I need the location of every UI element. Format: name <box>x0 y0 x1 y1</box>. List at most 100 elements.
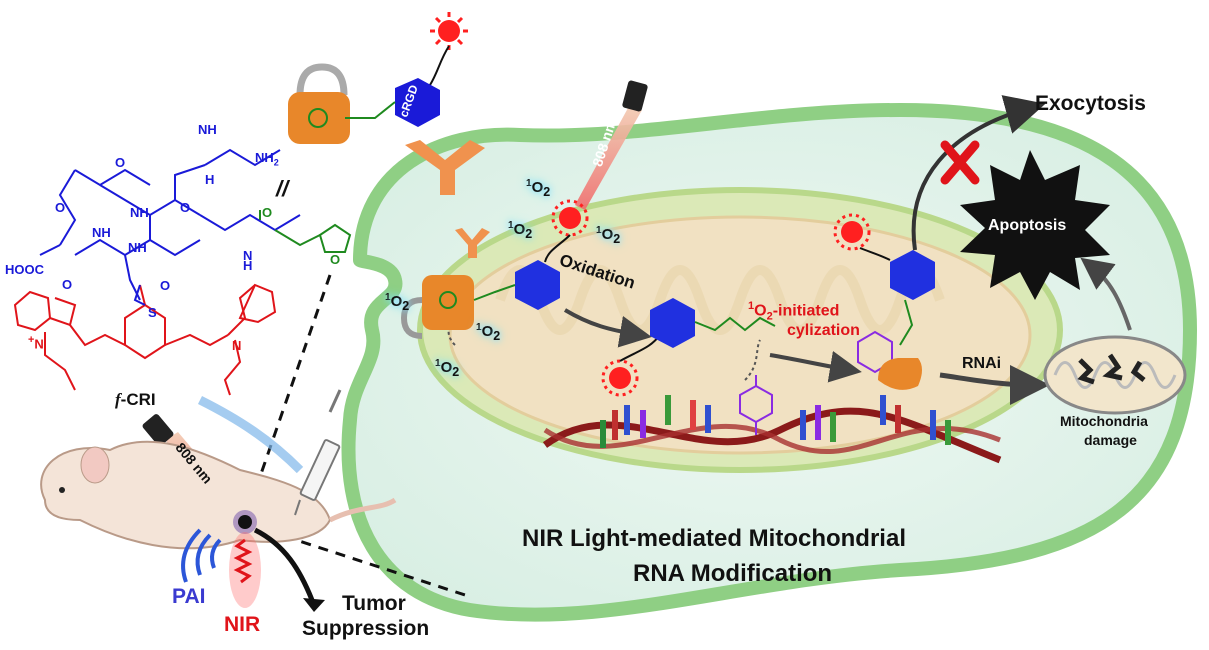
singlet-oxygen-label: 1O2 <box>476 322 500 343</box>
sun-icon <box>833 213 871 251</box>
chem-cooh: HOOC <box>5 262 44 277</box>
compound-suffix: -CRI <box>120 390 156 409</box>
mito-damage-line2: damage <box>1084 432 1137 448</box>
compound-prefix: f <box>115 390 121 409</box>
chem-atom-o: O <box>115 155 126 170</box>
pai-wave-icon <box>181 528 222 583</box>
chem-atom-o: O <box>180 200 191 215</box>
singlet-oxygen-label: 1O2 <box>526 178 550 199</box>
singlet-oxygen-subscript: 2 <box>766 310 773 323</box>
damaged-mitochondria-icon <box>1043 335 1187 415</box>
tumor-label-line1: Tumor <box>342 592 406 615</box>
singlet-oxygen-subscript: 2 <box>452 365 460 379</box>
chem-atom-nh: NH <box>198 122 217 137</box>
chem-atom-o: O <box>55 200 66 215</box>
mito-damage-line1: Mitochondria <box>1060 413 1148 429</box>
chem-atom-s: S <box>148 305 157 320</box>
chem-atom-o: O <box>62 277 73 292</box>
chem-atom-h: H <box>205 172 215 187</box>
singlet-oxygen-subscript: 2 <box>543 185 551 199</box>
singlet-oxygen-symbol: O <box>513 221 526 238</box>
enone-chain <box>694 316 776 332</box>
chem-atom-nh: NH <box>130 205 149 220</box>
singlet-oxygen-symbol: O <box>390 293 403 310</box>
singlet-oxygen-symbol: O <box>754 302 767 320</box>
singlet-oxygen-superscript: 1 <box>385 292 391 303</box>
cyclization-label-line1: 1O2-initiated <box>748 300 839 323</box>
nir-emission-icon <box>229 532 261 608</box>
equals-sign: // <box>276 176 289 201</box>
singlet-oxygen-superscript: 1 <box>476 322 482 333</box>
singlet-oxygen-subscript: 2 <box>402 299 410 313</box>
chem-atom-nh: NH <box>92 225 111 240</box>
thioether-link <box>133 284 146 306</box>
singlet-oxygen-superscript: 1 <box>508 220 514 231</box>
syringe-icon <box>294 389 342 516</box>
chem-charge: + <box>28 334 35 346</box>
cytosine <box>739 375 773 435</box>
chem-atom-h: H <box>243 258 253 273</box>
chem-atom-nh: NH <box>128 240 147 255</box>
mouse-illustration <box>40 440 397 550</box>
singlet-oxygen-superscript: 1 <box>596 225 602 236</box>
singlet-oxygen-symbol: O <box>531 179 544 196</box>
chem-atom-o: O <box>330 252 341 267</box>
rna-strand <box>542 395 1002 464</box>
chem-atom-nh2: NH2 <box>255 150 279 168</box>
sun-icon <box>430 12 468 50</box>
cyclized-product <box>857 299 922 390</box>
sun-icon <box>551 199 589 237</box>
rna-bases <box>600 395 951 448</box>
injection-swoosh <box>197 395 304 474</box>
chem-atom-o: O <box>262 205 273 220</box>
pai-label: PAI <box>172 585 206 608</box>
main-title-line1: NIR Light-mediated Mitochondrial <box>522 525 906 552</box>
chem-atom-n: N <box>243 248 253 263</box>
nir-label: NIR <box>224 613 261 636</box>
laser-cell <box>575 80 648 210</box>
tumor-label-line2: Suppression <box>302 617 430 640</box>
apoptosis-star <box>960 150 1110 300</box>
blocked-x-icon <box>940 140 980 185</box>
chem-atom-n-plus: +N <box>28 334 44 351</box>
exocytosis-label: Exocytosis <box>1035 92 1146 115</box>
singlet-oxygen-label: 1O2 <box>435 358 459 379</box>
rnai-label: RNAi <box>962 355 1002 372</box>
singlet-oxygen-symbol: O <box>440 359 453 376</box>
cyclization-label-line2: cylization <box>787 322 860 339</box>
chem-atom-o: O <box>160 278 171 293</box>
hexagon <box>515 260 560 310</box>
tumor-marker <box>233 510 257 534</box>
apoptosis-label: Apoptosis <box>988 217 1067 234</box>
tumor-arrow <box>253 527 325 612</box>
singlet-oxygen-symbol: O <box>481 323 494 340</box>
compound-name: f-CRI <box>115 390 156 410</box>
singlet-oxygen-label: 1O2 <box>596 225 620 246</box>
crgd-hexagon <box>395 78 440 127</box>
receptor-icon <box>405 140 485 195</box>
furan-structure <box>259 210 352 253</box>
chem-atom-n: N <box>34 336 44 352</box>
main-title-line2: RNA Modification <box>633 560 833 587</box>
singlet-oxygen-label: 1O2 <box>385 292 409 313</box>
singlet-oxygen-superscript: 1 <box>526 178 532 189</box>
hexagon <box>650 298 695 348</box>
singlet-oxygen-symbol: O <box>601 226 614 243</box>
peptide-structure <box>39 148 301 301</box>
singlet-oxygen-label: 1O2 <box>508 220 532 241</box>
chem-atom-nh2-symbol: NH <box>255 150 274 165</box>
process-arrows <box>447 95 1132 405</box>
chem-atom-n: N <box>232 338 242 353</box>
singlet-oxygen-subscript: 2 <box>613 232 621 246</box>
singlet-oxygen-superscript: 1 <box>748 300 755 312</box>
singlet-oxygen-subscript: 2 <box>493 329 501 343</box>
singlet-oxygen-subscript: 2 <box>525 227 533 241</box>
singlet-oxygen-superscript: 1 <box>435 358 441 369</box>
lock-top <box>288 63 396 144</box>
hexagon <box>890 250 935 300</box>
cyclization-suffix: -initiated <box>772 302 840 320</box>
chem-atom-nh2-subscript: 2 <box>273 157 279 168</box>
receptor-small-icon <box>455 228 490 258</box>
lock-cell <box>400 275 516 339</box>
